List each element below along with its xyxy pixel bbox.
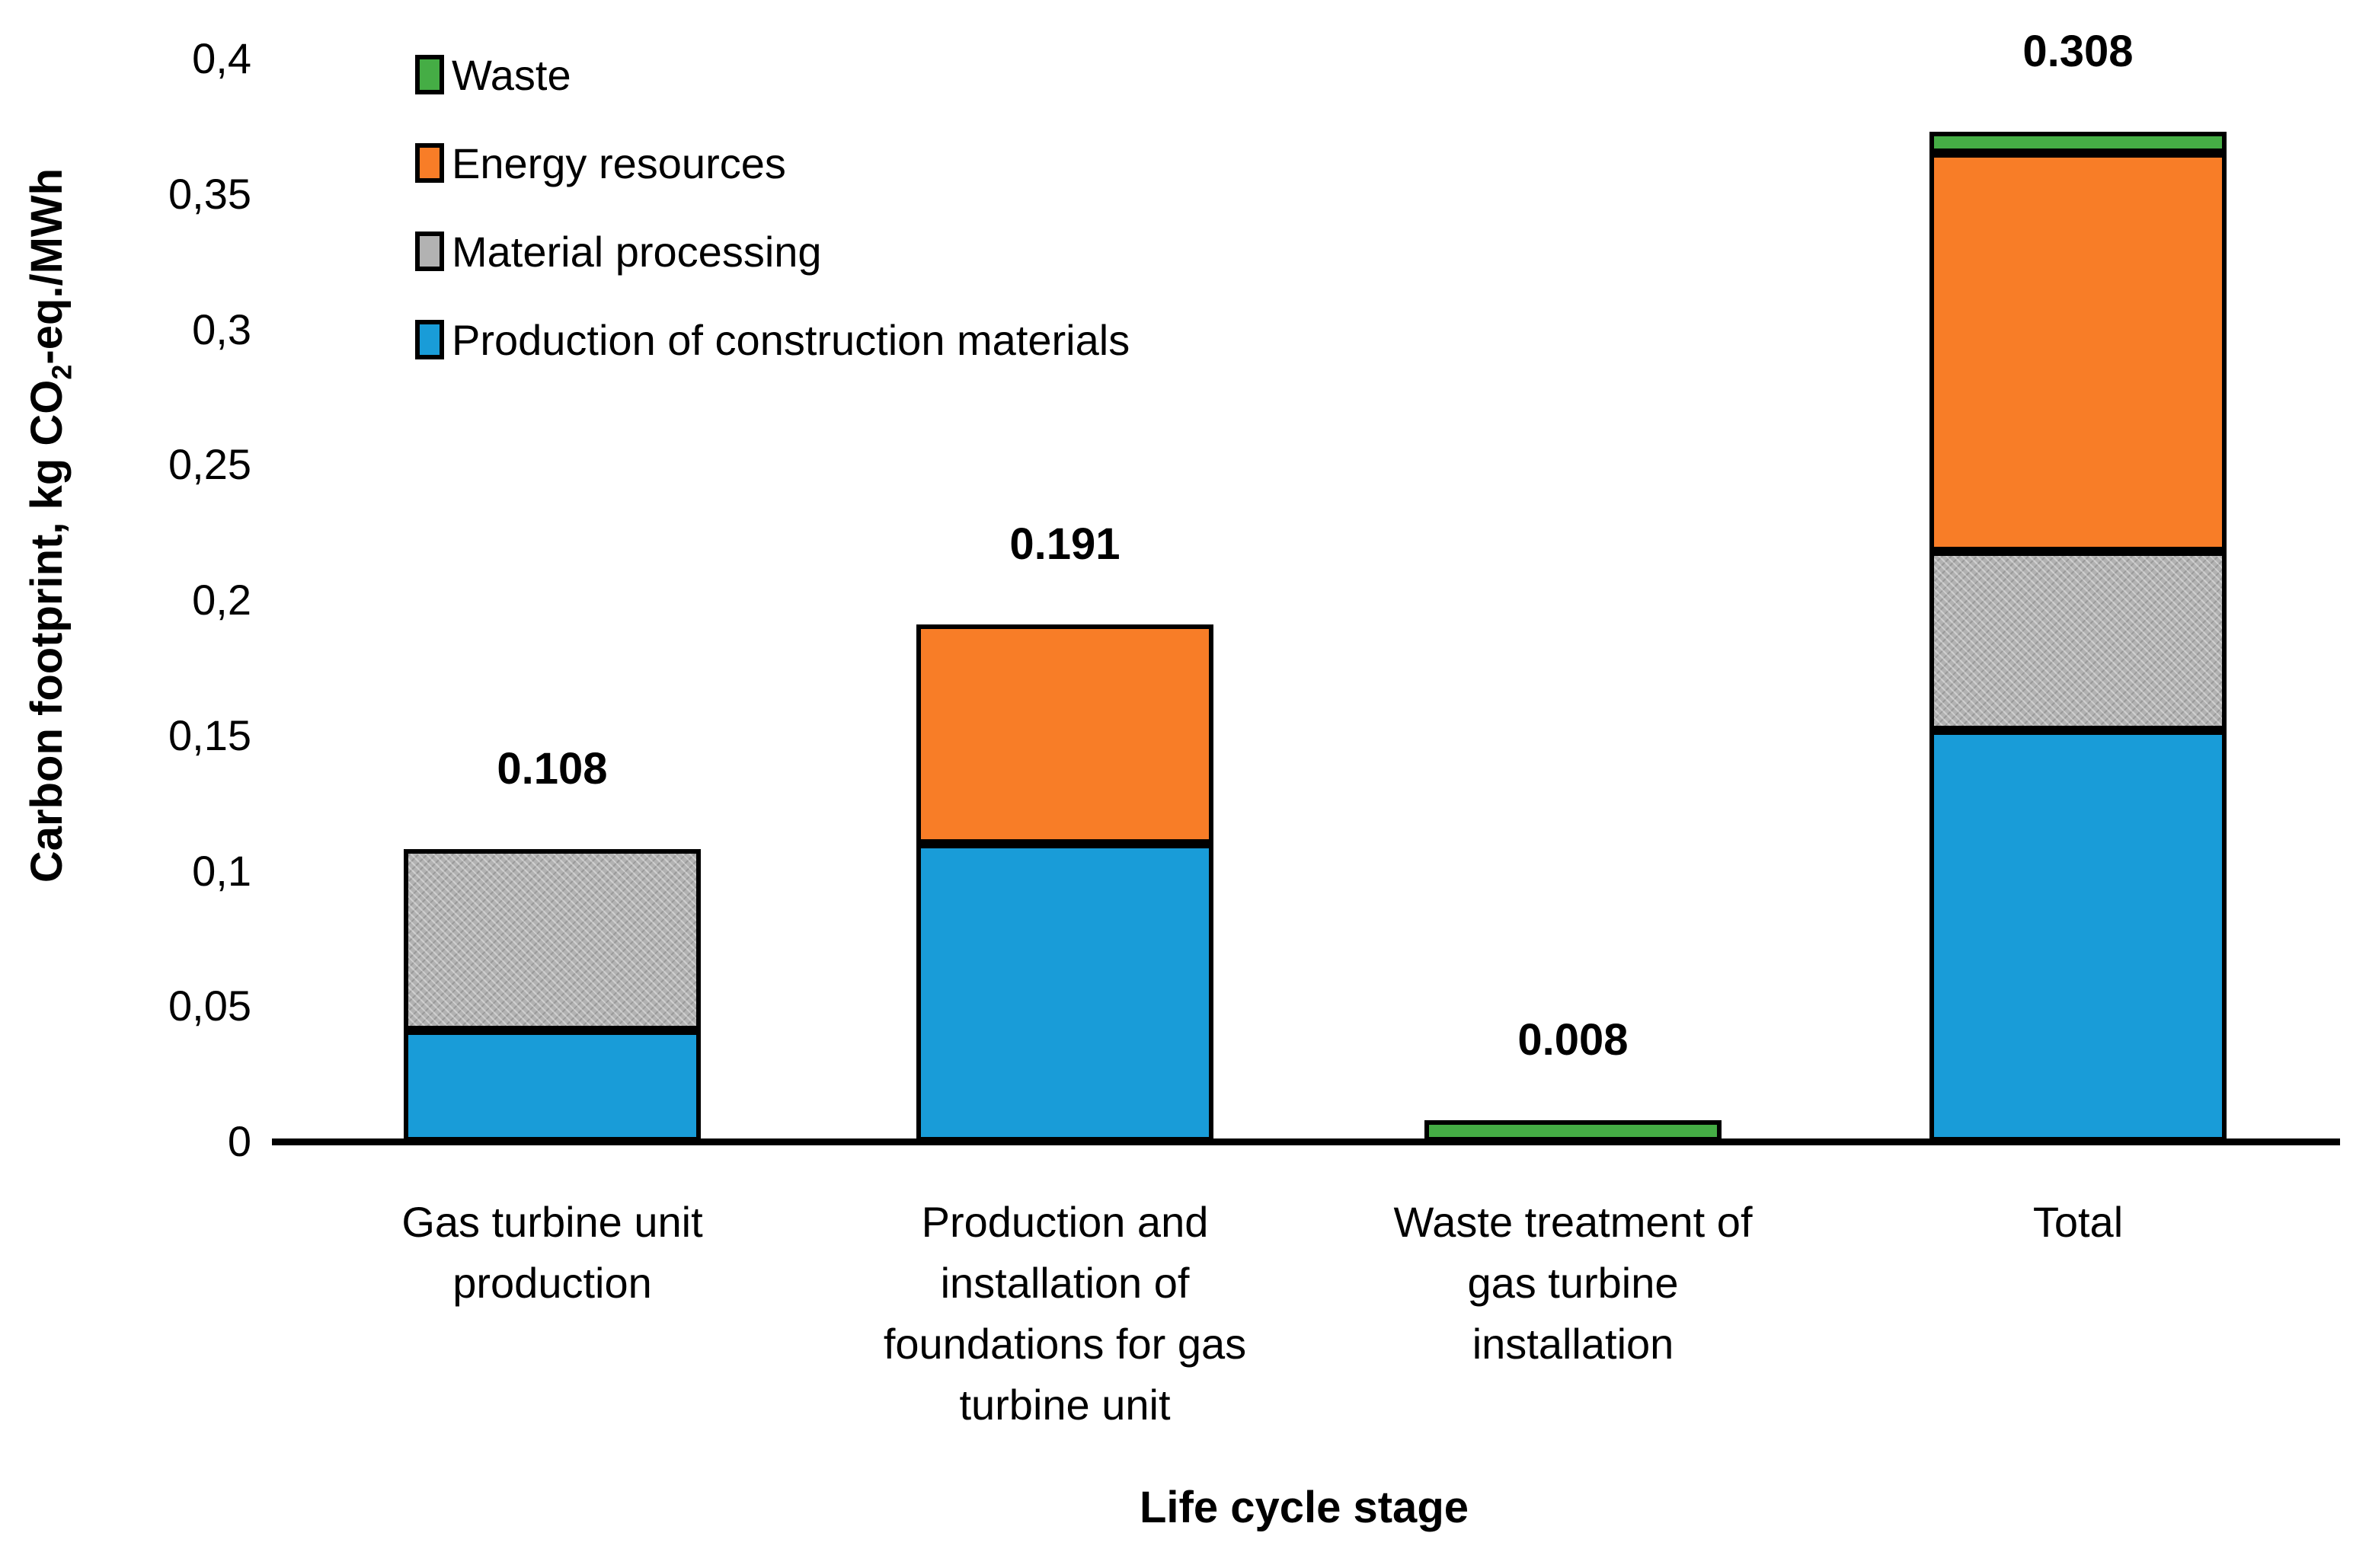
bar-segment bbox=[916, 844, 1213, 1142]
legend-item: Material processing bbox=[415, 207, 1130, 295]
legend-swatch-icon bbox=[415, 143, 444, 183]
y-axis-title-post: -eq./MWh bbox=[22, 168, 72, 365]
y-tick-label: 0,05 bbox=[168, 982, 251, 1030]
y-axis-title-pre: Carbon footprint, kg CO bbox=[22, 379, 72, 883]
bar-segment bbox=[1929, 730, 2227, 1142]
bar-segment bbox=[1929, 132, 2227, 153]
category-label: Gas turbine unit production bbox=[401, 1198, 703, 1307]
y-tick-label: 0,4 bbox=[192, 34, 251, 82]
bar-segment bbox=[916, 624, 1213, 844]
y-tick-label: 0,2 bbox=[192, 576, 251, 624]
bar-segment bbox=[404, 1030, 701, 1142]
legend-item-label: Waste bbox=[452, 50, 571, 99]
y-axis-title-subscript: 2 bbox=[46, 364, 78, 380]
legend-swatch-icon bbox=[415, 232, 444, 271]
legend-item-label: Production of construction materials bbox=[452, 315, 1130, 364]
bar-segment bbox=[1929, 551, 2227, 730]
y-tick-label: 0,1 bbox=[192, 846, 251, 895]
y-tick-label: 0,35 bbox=[168, 169, 251, 218]
bar-value-label: 0.308 bbox=[2022, 27, 2134, 76]
x-axis-title: Life cycle stage bbox=[1140, 1483, 1469, 1532]
category-label: Production and installation of foundatio… bbox=[883, 1198, 1247, 1429]
y-tick-label: 0,25 bbox=[168, 440, 251, 489]
legend-item-label: Energy resources bbox=[452, 139, 786, 187]
category-label: Total bbox=[2032, 1198, 2124, 1246]
legend-item-label: Material processing bbox=[452, 227, 822, 276]
legend-swatch-icon bbox=[415, 55, 444, 94]
y-tick-label: 0 bbox=[227, 1117, 251, 1165]
category-label: Waste treatment of gas turbine installat… bbox=[1393, 1198, 1753, 1368]
bar-value-label: 0.108 bbox=[497, 744, 608, 794]
legend-item: Production of construction materials bbox=[415, 295, 1130, 384]
bar-segment bbox=[1929, 153, 2227, 551]
legend-swatch-icon bbox=[415, 320, 444, 359]
legend-item: Energy resources bbox=[415, 119, 1130, 207]
x-axis-line bbox=[272, 1138, 2340, 1145]
legend-item: Waste bbox=[415, 30, 1130, 119]
y-tick-label: 0,3 bbox=[192, 305, 251, 353]
bar-value-label: 0.008 bbox=[1517, 1015, 1629, 1065]
bar-segment bbox=[404, 849, 701, 1030]
y-tick-label: 0,15 bbox=[168, 711, 251, 759]
bar-value-label: 0.191 bbox=[1009, 519, 1121, 569]
